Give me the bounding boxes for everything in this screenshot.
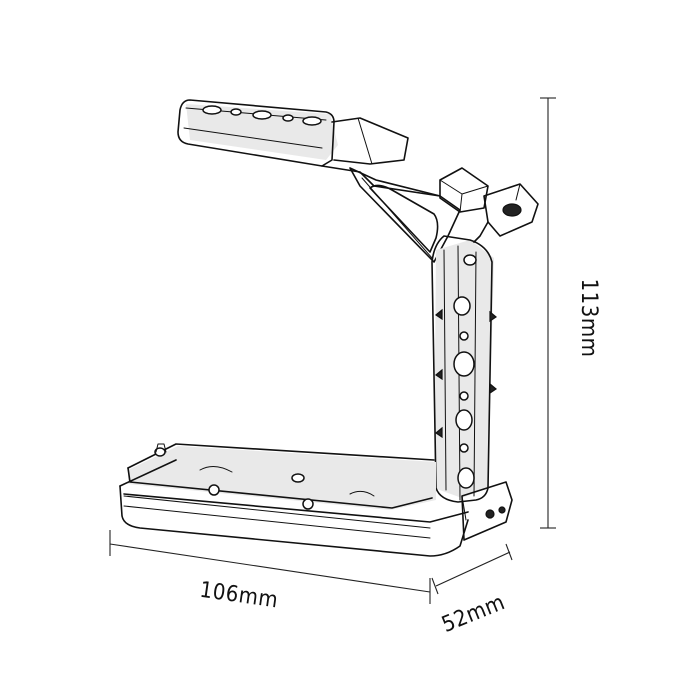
depth-dimension bbox=[431, 543, 513, 595]
height-label: 113mm bbox=[576, 279, 601, 358]
depth-label: 52mm bbox=[438, 590, 508, 638]
diagonal-arm bbox=[349, 167, 461, 263]
height-dimension bbox=[540, 97, 556, 529]
side-upright bbox=[431, 167, 539, 503]
width-label: 106mm bbox=[198, 578, 280, 614]
top-handle bbox=[177, 99, 441, 197]
base-plate bbox=[119, 443, 513, 557]
width-dimension bbox=[109, 530, 431, 604]
